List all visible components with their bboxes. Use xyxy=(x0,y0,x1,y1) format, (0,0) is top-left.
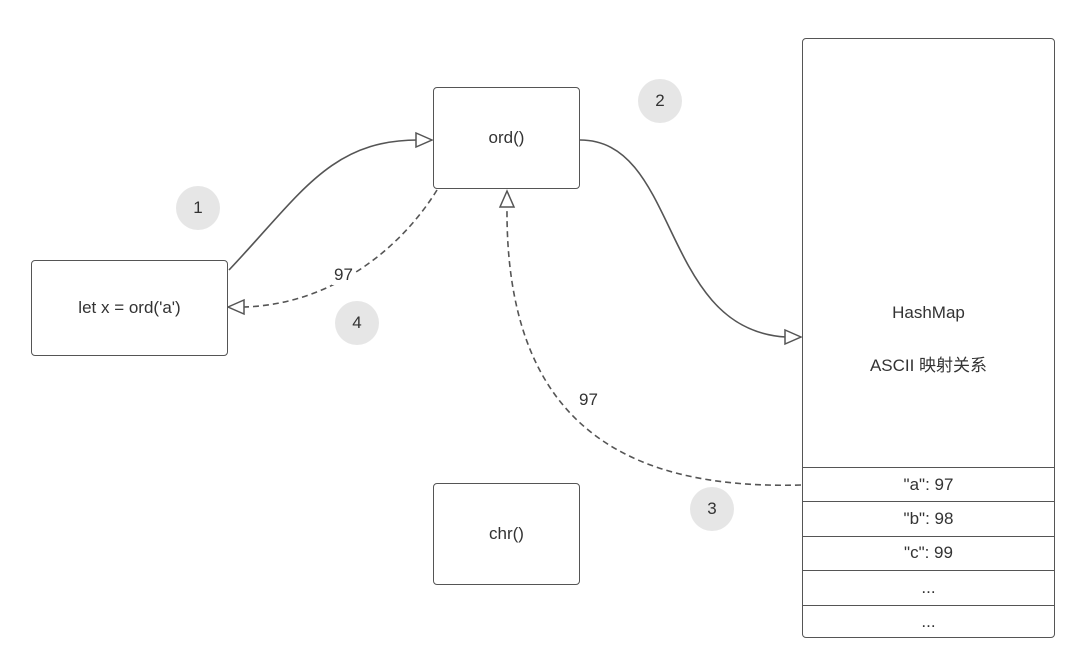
chr-label: chr() xyxy=(489,524,524,543)
hashmap-header: HashMap ASCII 映射关系 xyxy=(803,39,1054,467)
ord-box: ord() xyxy=(433,87,580,189)
edge-hashmap-to-ord xyxy=(506,205,802,487)
edge-ord-to-hashmap-arrowhead xyxy=(784,328,803,346)
ord-label: ord() xyxy=(488,128,525,147)
hashmap-row: ... xyxy=(803,604,1054,639)
hashmap-rows: "a": 97 "b": 98 "c": 99 ... ... xyxy=(803,467,1054,639)
caller-label: let x = ord('a') xyxy=(78,298,181,317)
hashmap-title: HashMap xyxy=(892,303,965,322)
edge-ord-to-caller xyxy=(242,189,438,308)
step-number: 1 xyxy=(193,198,203,217)
edge-hashmap-to-ord-arrowhead xyxy=(498,189,516,208)
edge-ord-to-hashmap xyxy=(579,139,787,338)
hashmap-subtitle: ASCII 映射关系 xyxy=(869,356,988,375)
step-number: 3 xyxy=(707,499,717,518)
edge-caller-to-ord xyxy=(228,139,419,271)
edge-label-return-to-caller: 97 xyxy=(332,265,355,285)
edge-ord-to-caller-arrowhead xyxy=(226,298,245,316)
hashmap-row: ... xyxy=(803,570,1054,604)
hashmap-row: "a": 97 xyxy=(803,467,1054,501)
step-number: 4 xyxy=(352,313,362,332)
step-badge-2: 2 xyxy=(638,79,682,123)
step-badge-4: 4 xyxy=(335,301,379,345)
step-number: 2 xyxy=(655,91,665,110)
edge-caller-to-ord-arrowhead xyxy=(415,131,434,149)
hashmap-row: "c": 99 xyxy=(803,535,1054,570)
caller-box: let x = ord('a') xyxy=(31,260,228,356)
chr-box: chr() xyxy=(433,483,580,585)
step-badge-3: 3 xyxy=(690,487,734,531)
step-badge-1: 1 xyxy=(176,186,220,230)
hashmap-box: HashMap ASCII 映射关系 "a": 97 "b": 98 "c": … xyxy=(802,38,1055,638)
edge-label-return-from-map: 97 xyxy=(577,390,600,410)
hashmap-row: "b": 98 xyxy=(803,501,1054,535)
